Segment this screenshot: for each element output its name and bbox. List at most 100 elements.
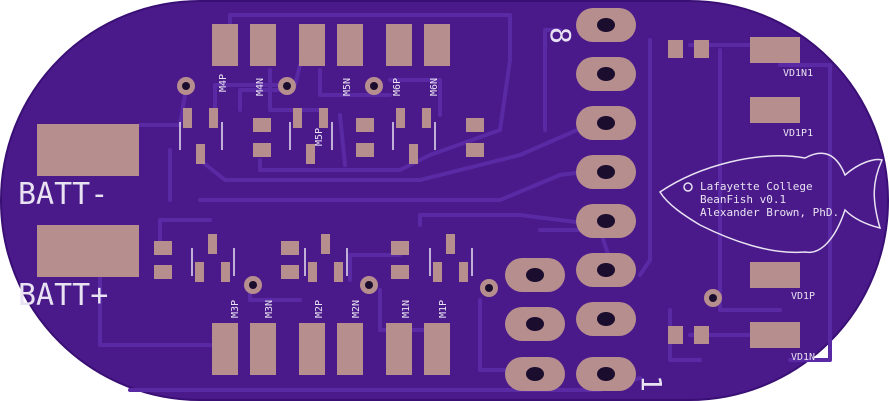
label-m2p: M2P [314,300,325,318]
label-m3p: M3P [230,300,241,318]
oval-pads [505,258,565,391]
pad-m2p[interactable] [299,323,325,375]
pin8-label: 8 [544,27,577,44]
via [704,289,722,307]
top-motor-pads [212,24,450,66]
via [365,77,383,95]
pad-m3p[interactable] [212,323,238,375]
header-connector [576,8,636,391]
silk-outlines [179,122,473,276]
smd-pad [466,143,484,157]
smd-pad [253,118,271,132]
header-pin[interactable] [576,357,636,391]
label-m5p: M5P [314,128,325,146]
smd-pad [694,40,709,58]
smd-pad [308,262,317,282]
silk-text: BATT- BATT+ 8 1 M4P M4N M5N M6P M6N M5P … [18,27,839,392]
label-m4n: M4N [255,78,266,96]
header-pin[interactable] [576,155,636,189]
pad-m4p[interactable] [212,24,238,66]
vd-pads [750,37,800,348]
pad-m5n[interactable] [337,24,363,66]
smd-pads [154,40,709,344]
smd-pad [281,241,299,255]
label-m3n: M3N [264,300,275,318]
label-m2n: M2N [351,300,362,318]
label-vd1p1: VD1P1 [783,128,813,139]
bottom-motor-pads [212,323,450,375]
pad-m4n[interactable] [250,24,276,66]
via [244,276,262,294]
header-pin[interactable] [576,204,636,238]
batt-minus-label: BATT- [18,177,108,212]
pad-m6n[interactable] [424,24,450,66]
oval-pad[interactable] [505,258,565,292]
smd-pad [668,326,683,344]
smd-pad [356,143,374,157]
label-m6n: M6N [429,78,440,96]
smd-pad [321,234,330,254]
label-m4p: M4P [218,74,229,92]
batt-plus-label: BATT+ [18,278,108,313]
smd-pad [196,144,205,164]
pad-m1p[interactable] [424,323,450,375]
pad-m2n[interactable] [337,323,363,375]
smd-pad [391,265,409,279]
smd-pad [319,108,328,128]
smd-pad [209,108,218,128]
via [360,276,378,294]
smd-pad [409,144,418,164]
smd-pad [208,234,217,254]
pin1-label: 1 [635,375,668,392]
smd-pad [195,262,204,282]
label-vd1p: VD1P [791,291,815,302]
pad-vd1n1[interactable] [750,37,800,63]
pad-m1n[interactable] [386,323,412,375]
fish-eye-icon [683,182,693,192]
batt-minus-pad[interactable] [37,124,139,176]
header-pin[interactable] [576,253,636,287]
label-m6p: M6P [392,78,403,96]
smd-pad [154,265,172,279]
label-vd1n: VD1N [791,352,815,363]
copper-traces [98,13,832,392]
vias [177,77,722,307]
pad-vd1p1[interactable] [750,97,800,123]
smd-pad [221,262,230,282]
smd-pad [433,262,442,282]
author-label: Alexander Brown, PhD. [700,206,839,219]
label-m1n: M1N [401,300,412,318]
pad-vd1p[interactable] [750,262,800,288]
pad-vd1n[interactable] [750,322,800,348]
smd-pad [253,143,271,157]
smd-pad [422,108,431,128]
smd-pad [694,326,709,344]
smd-pad [356,118,374,132]
smd-pad [391,241,409,255]
pad-m3n[interactable] [250,323,276,375]
version-label: BeanFish v0.1 [700,193,786,206]
header-pin[interactable] [576,302,636,336]
college-label: Lafayette College [700,180,813,193]
smd-pad [334,262,343,282]
smd-pad [459,262,468,282]
label-m1p: M1P [438,300,449,318]
pad-m6p[interactable] [386,24,412,66]
header-pin[interactable] [576,106,636,140]
smd-pad [446,234,455,254]
smd-pad [154,241,172,255]
oval-pad[interactable] [505,357,565,391]
smd-pad [183,108,192,128]
label-m5n: M5N [342,78,353,96]
header-pin[interactable] [576,8,636,42]
fish-logo [658,152,884,254]
smd-pad [306,144,315,164]
via [278,77,296,95]
via [480,279,498,297]
header-pin[interactable] [576,57,636,91]
pad-m5p[interactable] [299,24,325,66]
via [177,77,195,95]
batt-plus-pad[interactable] [37,225,139,277]
oval-pad[interactable] [505,307,565,341]
